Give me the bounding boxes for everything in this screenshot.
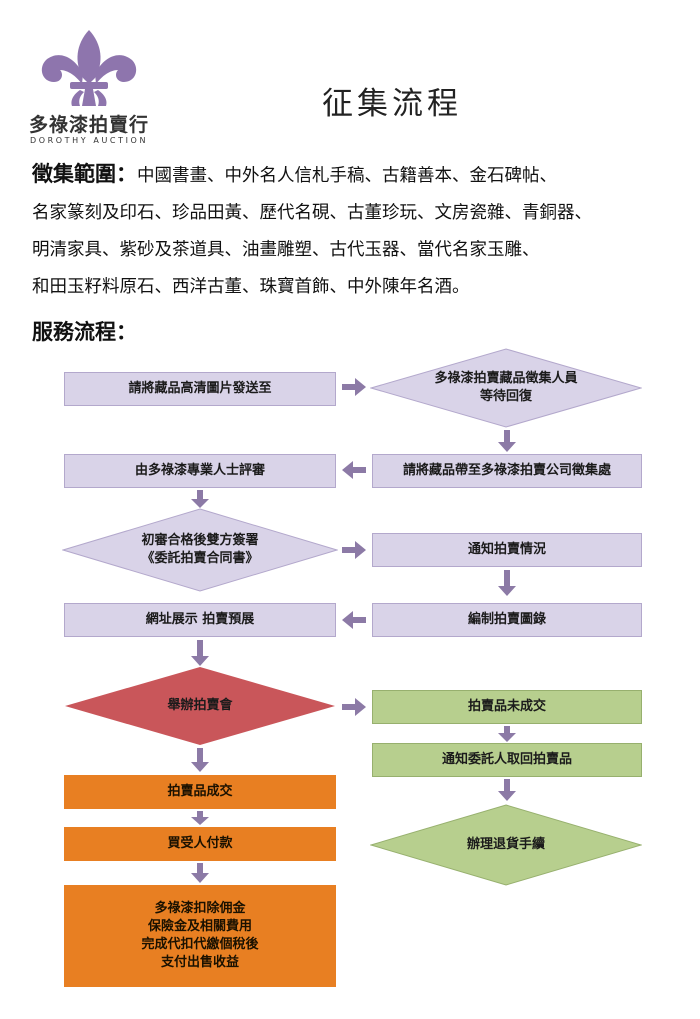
step-buyer-pays-label: 買受人付款 [167, 836, 233, 851]
logo: 多祿漆拍賣行 DOROTHY AUCTION [24, 28, 154, 148]
step-await-reply-line1: 多祿漆拍賣藏品徵集人員 [434, 371, 578, 386]
scope-heading: 徵集範圍： [32, 162, 137, 186]
step-notify-auction: 通知拍賣情況 [372, 533, 642, 567]
arrow-right-icon [342, 698, 366, 716]
step-send-photos: 請將藏品高清圖片發送至 [64, 372, 336, 406]
diamond-shape [65, 667, 335, 745]
step-await-reply: 多祿漆拍賣藏品徵集人員等待回復 [370, 348, 642, 428]
step-notify-pickup: 通知委託人取回拍賣品 [372, 743, 642, 777]
step-expert-review: 由多祿漆專業人士評審 [64, 454, 336, 488]
arrow-down-icon [498, 779, 516, 801]
arrow-down-icon [191, 490, 209, 508]
diamond-shape [62, 508, 338, 592]
step-hold-auction-label: 舉辦拍賣會 [167, 698, 233, 713]
step-buyer-pays: 買受人付款 [64, 827, 336, 861]
step-sign-contract-line2: 《委託拍賣合同書》 [141, 551, 259, 566]
collection-scope: 徵集範圍：中國書畫、中外名人信札手稿、古籍善本、金石碑帖、 名家篆刻及印石、珍品… [32, 156, 682, 306]
arrow-down-icon [498, 430, 516, 452]
step-send-photos-label: 請將藏品高清圖片發送至 [128, 381, 272, 396]
step-return-procedure-label: 辦理退貨手續 [466, 837, 545, 852]
step-hold-auction: 舉辦拍賣會 [64, 666, 336, 746]
fleur-de-lis-icon [41, 30, 137, 106]
step-notify-auction-label: 通知拍賣情況 [467, 542, 546, 557]
step-online-preview: 網址展示 拍賣預展 [64, 603, 336, 637]
step-notify-pickup-label: 通知委託人取回拍賣品 [441, 752, 572, 767]
step-expert-review-label: 由多祿漆專業人士評審 [134, 463, 265, 478]
step-await-reply-line2: 等待回復 [479, 389, 532, 404]
step-payout-line2: 保險金及相關費用 [147, 919, 252, 934]
arrow-right-icon [342, 378, 366, 396]
step-sign-contract-line1: 初審合格後雙方簽署 [141, 533, 259, 548]
step-payout-line3: 完成代扣代繳個稅後 [141, 937, 259, 952]
service-heading: 服務流程： [32, 320, 137, 344]
arrow-left-icon [342, 611, 366, 629]
step-return-procedure: 辦理退貨手續 [370, 804, 642, 886]
step-sold-label: 拍賣品成交 [167, 784, 233, 799]
logo-name-cn: 多祿漆拍賣行 [28, 114, 149, 136]
scope-text-4: 和田玉籽料原石、西洋古董、珠寶首飾、中外陳年名酒。 [32, 277, 470, 297]
diamond-shape [370, 348, 642, 428]
logo-name-en: DOROTHY AUCTION [29, 136, 149, 145]
step-payout: 多祿漆扣除佣金 保險金及相關費用 完成代扣代繳個稅後 支付出售收益 [64, 885, 336, 987]
step-payout-line1: 多祿漆扣除佣金 [154, 901, 246, 916]
scope-line-1: 徵集範圍：中國書畫、中外名人信札手稿、古籍善本、金石碑帖、 [32, 156, 682, 195]
arrow-down-icon [498, 570, 516, 596]
step-sign-contract: 初審合格後雙方簽署《委託拍賣合同書》 [62, 508, 338, 592]
step-bring-items: 請將藏品帶至多祿漆拍賣公司徵集處 [372, 454, 642, 488]
arrow-down-icon [191, 811, 209, 825]
arrow-down-icon [191, 640, 209, 666]
arrow-down-icon [498, 726, 516, 742]
scope-text-1: 中國書畫、中外名人信札手稿、古籍善本、金石碑帖、 [137, 166, 557, 186]
step-unsold-label: 拍賣品未成交 [467, 699, 546, 714]
step-unsold: 拍賣品未成交 [372, 690, 642, 724]
step-payout-line4: 支付出售收益 [160, 955, 239, 970]
page-title: 征集流程 [322, 86, 462, 122]
step-online-preview-label: 網址展示 拍賣預展 [145, 612, 255, 627]
step-compile-catalog: 編制拍賣圖錄 [372, 603, 642, 637]
diamond-shape [370, 804, 642, 886]
step-compile-catalog-label: 編制拍賣圖錄 [467, 612, 546, 627]
scope-text-3: 明清家具、紫砂及茶道具、油畫雕塑、古代玉器、當代名家玉雕、 [32, 240, 540, 260]
arrow-right-icon [342, 541, 366, 559]
arrow-down-icon [191, 748, 209, 772]
arrow-left-icon [342, 461, 366, 479]
scope-text-2: 名家篆刻及印石、珍品田黃、歷代名硯、古董珍玩、文房瓷雜、青銅器、 [32, 203, 592, 223]
step-sold: 拍賣品成交 [64, 775, 336, 809]
step-bring-items-label: 請將藏品帶至多祿漆拍賣公司徵集處 [402, 463, 611, 478]
arrow-down-icon [191, 863, 209, 883]
